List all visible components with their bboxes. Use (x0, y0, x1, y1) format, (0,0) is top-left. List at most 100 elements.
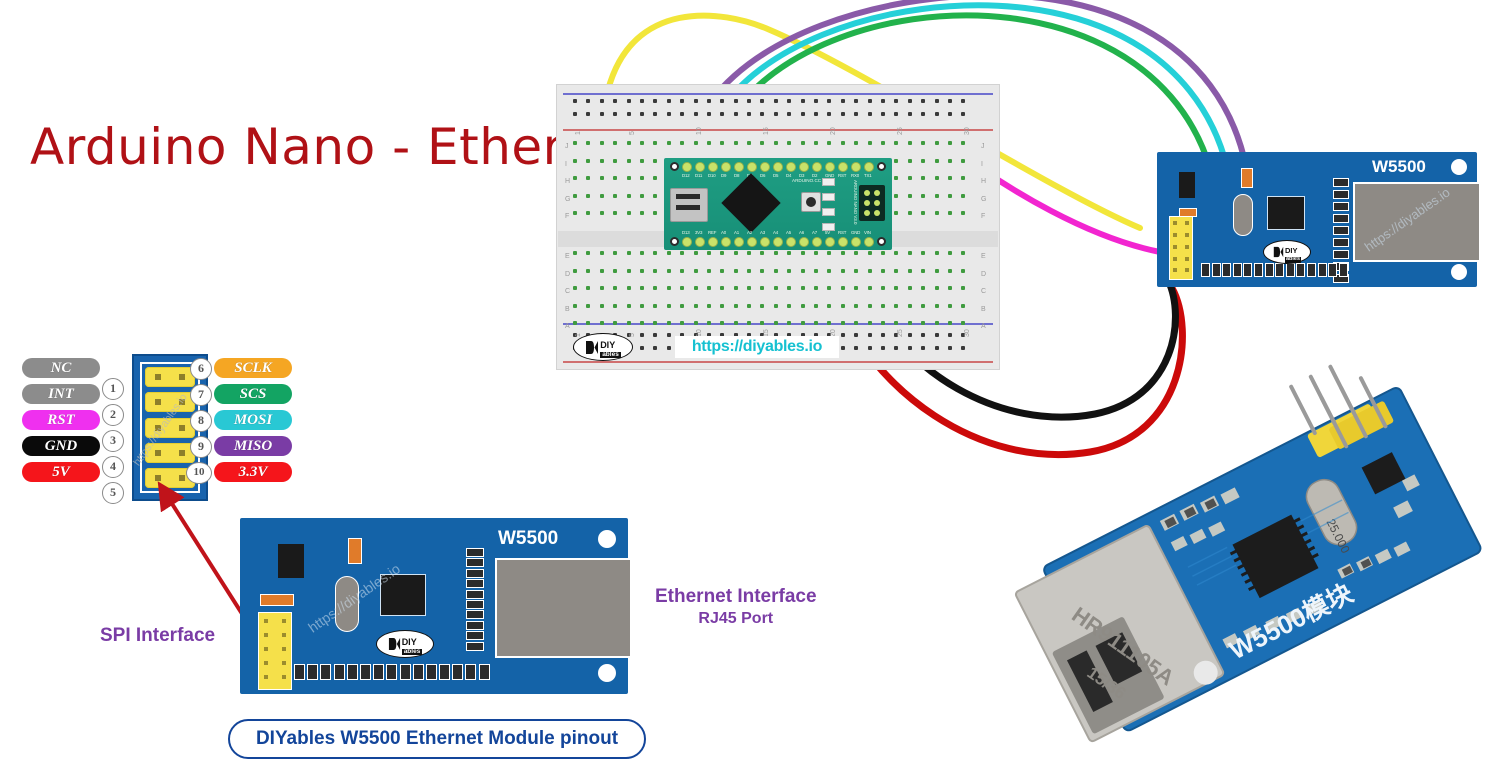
breadboard-hole[interactable] (573, 193, 577, 198)
breadboard-hole[interactable] (706, 286, 711, 291)
breadboard-hole[interactable] (907, 268, 912, 273)
breadboard-hole[interactable] (720, 99, 725, 103)
breadboard-hole[interactable] (666, 286, 671, 291)
breadboard-hole[interactable] (720, 321, 725, 326)
breadboard-hole[interactable] (961, 112, 966, 116)
breadboard-hole[interactable] (814, 268, 819, 273)
breadboard-hole[interactable] (921, 346, 926, 350)
breadboard-hole[interactable] (773, 268, 778, 273)
breadboard-hole[interactable] (599, 321, 604, 326)
nano-pin-3V3[interactable] (695, 236, 705, 247)
breadboard-hole[interactable] (586, 112, 591, 116)
breadboard-hole[interactable] (680, 112, 685, 116)
breadboard-hole[interactable] (760, 99, 765, 103)
breadboard-hole[interactable] (787, 268, 792, 273)
breadboard-hole[interactable] (827, 321, 832, 326)
breadboard-hole[interactable] (840, 286, 845, 291)
breadboard-hole[interactable] (947, 158, 952, 163)
breadboard-hole[interactable] (666, 321, 671, 326)
breadboard-hole[interactable] (840, 251, 845, 255)
breadboard-hole[interactable] (800, 99, 805, 103)
breadboard-hole[interactable] (693, 321, 698, 326)
breadboard-hole[interactable] (613, 193, 618, 198)
breadboard-hole[interactable] (880, 112, 885, 116)
breadboard-hole[interactable] (947, 268, 952, 273)
breadboard-hole[interactable] (720, 141, 725, 145)
breadboard-hole[interactable] (599, 251, 604, 255)
breadboard-hole[interactable] (787, 99, 792, 103)
breadboard-hole[interactable] (599, 99, 604, 103)
breadboard-hole[interactable] (934, 303, 939, 308)
breadboard-hole[interactable] (934, 193, 939, 198)
breadboard-hole[interactable] (760, 321, 765, 326)
nano-pin-A4[interactable] (773, 236, 783, 247)
breadboard-hole[interactable] (934, 333, 939, 337)
breadboard-hole[interactable] (961, 141, 966, 145)
breadboard-hole[interactable] (827, 268, 832, 273)
breadboard-hole[interactable] (706, 321, 711, 326)
breadboard-hole[interactable] (840, 268, 845, 273)
nano-pin-RST2[interactable] (838, 236, 848, 247)
breadboard-hole[interactable] (961, 211, 966, 216)
nano-pin-D8[interactable] (734, 161, 744, 172)
breadboard-hole[interactable] (599, 268, 604, 273)
breadboard-hole[interactable] (720, 268, 725, 273)
breadboard-hole[interactable] (626, 286, 631, 291)
breadboard-hole[interactable] (586, 158, 591, 163)
breadboard-hole[interactable] (894, 333, 899, 337)
breadboard-hole[interactable] (894, 193, 899, 198)
breadboard-hole[interactable] (613, 112, 618, 116)
breadboard-hole[interactable] (733, 141, 738, 145)
breadboard-hole[interactable] (934, 251, 939, 255)
breadboard-hole[interactable] (653, 99, 658, 103)
breadboard-hole[interactable] (787, 333, 792, 337)
breadboard-hole[interactable] (653, 333, 658, 337)
breadboard-hole[interactable] (854, 321, 859, 326)
breadboard-hole[interactable] (921, 112, 926, 116)
nano-pin-D6[interactable] (760, 161, 770, 172)
breadboard-hole[interactable] (894, 158, 899, 163)
breadboard-hole[interactable] (880, 99, 885, 103)
breadboard-hole[interactable] (961, 99, 966, 103)
breadboard-hole[interactable] (854, 268, 859, 273)
breadboard-hole[interactable] (947, 286, 952, 291)
breadboard-hole[interactable] (880, 346, 885, 350)
breadboard-hole[interactable] (814, 251, 819, 255)
breadboard-hole[interactable] (613, 286, 618, 291)
breadboard-hole[interactable] (680, 321, 685, 326)
breadboard-hole[interactable] (613, 141, 618, 145)
breadboard-hole[interactable] (827, 141, 832, 145)
breadboard-hole[interactable] (867, 321, 872, 326)
breadboard-hole[interactable] (586, 268, 591, 273)
breadboard-hole[interactable] (814, 333, 819, 337)
breadboard-hole[interactable] (733, 112, 738, 116)
breadboard-hole[interactable] (907, 176, 912, 181)
breadboard-hole[interactable] (934, 268, 939, 273)
breadboard-hole[interactable] (867, 268, 872, 273)
breadboard-hole[interactable] (586, 251, 591, 255)
nano-pin-D3[interactable] (799, 161, 809, 172)
breadboard-hole[interactable] (947, 321, 952, 326)
breadboard-hole[interactable] (934, 158, 939, 163)
nano-pin-A2[interactable] (747, 236, 757, 247)
breadboard-hole[interactable] (639, 303, 644, 308)
breadboard-hole[interactable] (867, 251, 872, 255)
breadboard-hole[interactable] (947, 193, 952, 198)
breadboard-hole[interactable] (961, 193, 966, 198)
breadboard-hole[interactable] (639, 141, 644, 145)
breadboard-hole[interactable] (613, 303, 618, 308)
breadboard-hole[interactable] (921, 158, 926, 163)
breadboard-hole[interactable] (613, 158, 618, 163)
breadboard-hole[interactable] (947, 99, 952, 103)
nano-pin-A0[interactable] (721, 236, 731, 247)
breadboard-hole[interactable] (921, 193, 926, 198)
breadboard-hole[interactable] (586, 141, 591, 145)
breadboard-hole[interactable] (814, 99, 819, 103)
breadboard-hole[interactable] (800, 251, 805, 255)
nano-pin-D11[interactable] (695, 161, 705, 172)
breadboard-hole[interactable] (854, 333, 859, 337)
breadboard-hole[interactable] (760, 268, 765, 273)
breadboard-hole[interactable] (947, 176, 952, 181)
breadboard-hole[interactable] (907, 333, 912, 337)
breadboard-hole[interactable] (626, 303, 631, 308)
